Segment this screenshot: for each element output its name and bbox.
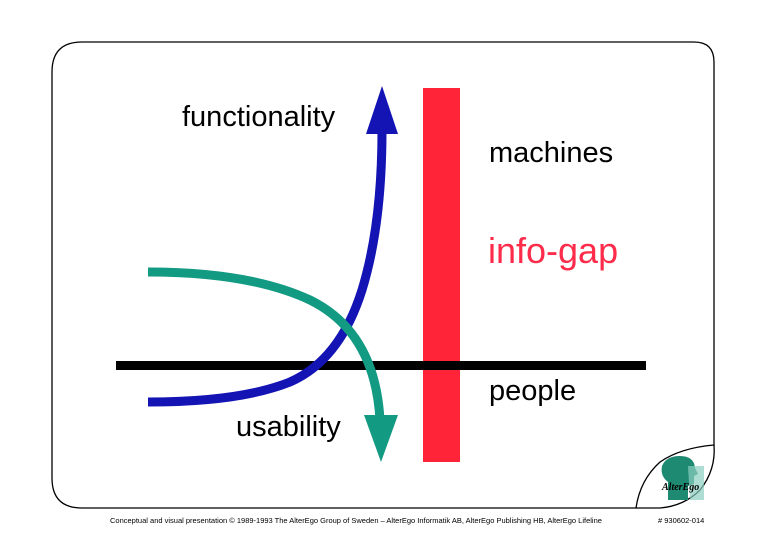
- footer-credit: Conceptual and visual presentation © 198…: [110, 516, 602, 525]
- info-gap-label: info-gap: [488, 230, 619, 271]
- usability-label: usability: [236, 411, 341, 443]
- usability-curve: [147, 267, 385, 421]
- functionality-label: functionality: [182, 101, 336, 133]
- footer: Conceptual and visual presentation © 198…: [110, 517, 710, 525]
- machines-label: machines: [489, 137, 614, 169]
- head-silhouette-icon: [661, 456, 704, 500]
- usability-arrowhead: [364, 415, 398, 462]
- alterego-logo-text: AlterEgo: [662, 482, 700, 493]
- baseline: [116, 361, 646, 370]
- people-label: people: [489, 375, 577, 407]
- functionality-arrowhead: [366, 86, 398, 134]
- slide-frame: [51, 41, 715, 509]
- info-gap-bar: [423, 88, 460, 462]
- functionality-curve: [147, 129, 387, 407]
- footer-doc-id: # 930602-014: [658, 516, 705, 525]
